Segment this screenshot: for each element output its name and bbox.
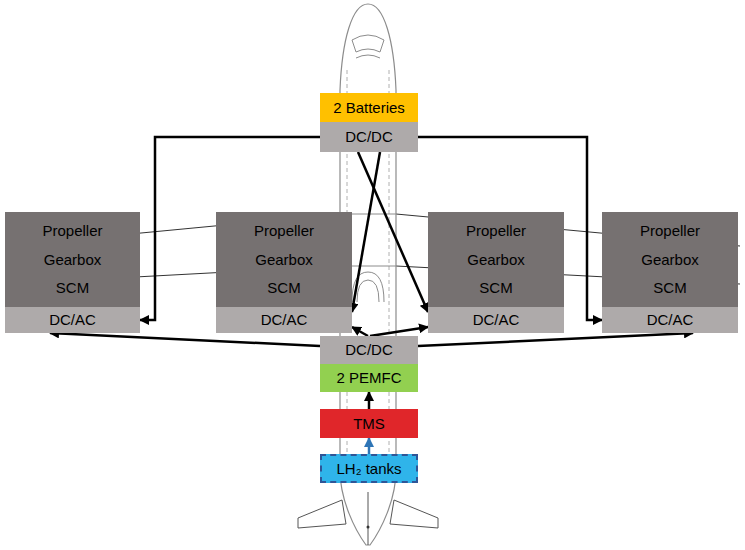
power-connector: [368, 438, 371, 454]
box-label: SCM: [479, 279, 512, 297]
power-connector: [418, 333, 693, 346]
box-label: Propeller: [42, 222, 102, 240]
box-label: DC/AC: [473, 311, 520, 329]
box-label: DC/AC: [261, 311, 308, 329]
power-connector: [370, 327, 428, 336]
tailplane: [390, 500, 438, 528]
power-connector: [368, 392, 371, 409]
propulsor-box: PropellerGearboxSCM: [602, 212, 738, 307]
box-label: DC/DC: [345, 341, 393, 359]
box-label: 2 Batteries: [333, 99, 405, 117]
inverter-box: DC/AC: [602, 307, 738, 333]
power-connector: [352, 152, 380, 312]
box-label: Gearbox: [255, 251, 313, 269]
propulsor-box: PropellerGearboxSCM: [428, 212, 564, 307]
inverter-box: DC/AC: [5, 307, 140, 333]
box-label: Propeller: [640, 222, 700, 240]
power-connector: [418, 137, 602, 320]
power-connector: [50, 333, 320, 346]
box-label: Gearbox: [44, 251, 102, 269]
box-label: Gearbox: [641, 251, 699, 269]
inverter-box: DC/AC: [428, 307, 564, 333]
power-connector: [358, 152, 428, 312]
box-label: LH₂ tanks: [336, 460, 401, 478]
tailplane: [298, 500, 346, 528]
converter-box: DC/DC: [320, 336, 418, 364]
box-label: Propeller: [466, 222, 526, 240]
box-label: Propeller: [254, 222, 314, 240]
box-label: SCM: [267, 279, 300, 297]
box-label: DC/DC: [345, 128, 393, 146]
box-label: TMS: [353, 415, 385, 433]
cockpit-window: [352, 35, 384, 52]
box-label: Gearbox: [467, 251, 525, 269]
box-label: DC/AC: [647, 311, 694, 329]
battery-box: 2 Batteries: [320, 93, 418, 122]
propulsor-box: PropellerGearboxSCM: [5, 212, 140, 307]
power-connector: [352, 327, 368, 336]
tail-fin: [368, 492, 369, 545]
box-label: SCM: [56, 279, 89, 297]
box-label: SCM: [653, 279, 686, 297]
thermal-box: TMS: [320, 409, 418, 438]
box-label: DC/AC: [49, 311, 96, 329]
box-label: 2 PEMFC: [336, 369, 401, 387]
fuel-cell-box: 2 PEMFC: [320, 364, 418, 392]
converter-box: DC/DC: [320, 122, 418, 152]
tank-box: LH₂ tanks: [320, 454, 418, 483]
propulsor-box: PropellerGearboxSCM: [216, 212, 352, 307]
cockpit-window: [356, 55, 380, 58]
inverter-box: DC/AC: [216, 307, 352, 333]
tail-dot: [367, 526, 370, 529]
gear-fairing: [357, 280, 379, 302]
